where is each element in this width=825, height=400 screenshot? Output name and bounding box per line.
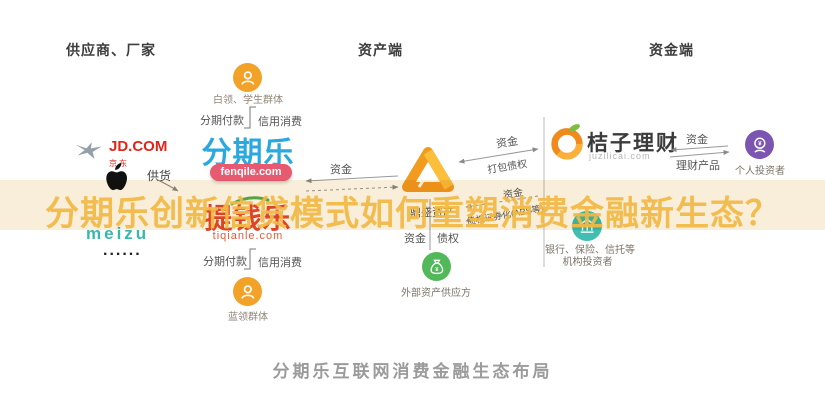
- individual-investor-label: 个人投资者: [735, 166, 785, 177]
- headline-band: [0, 180, 825, 230]
- user-icon: [240, 70, 255, 85]
- tiqianle-domain: tiqianle.com: [212, 230, 284, 242]
- header-suppliers: 供应商、厂家: [66, 42, 156, 58]
- header-asset-side: 资产端: [358, 42, 403, 58]
- user-icon: [240, 284, 255, 299]
- tiqianle-users-label: 蓝领群体: [228, 312, 268, 323]
- juzi-fund-label: 资金: [686, 134, 708, 146]
- juzi-logo: 桔子理财: [587, 132, 679, 155]
- jd-bird-icon: [74, 139, 106, 168]
- external-supplier-avatar: ¥: [422, 252, 451, 281]
- individual-investor-avatar: ¥: [745, 130, 774, 159]
- jd-logo: JD.COM 京东: [74, 138, 167, 169]
- orange-ring-icon: [548, 121, 586, 166]
- jd-logo-text: JD.COM: [109, 138, 168, 155]
- external-supplier-label: 外部资产供应方: [401, 288, 471, 299]
- institution-label-line2: 机构投资者: [562, 257, 613, 268]
- fenqile-credit-label: 信用消费: [258, 116, 302, 128]
- money-bag-icon: ¥: [430, 259, 443, 274]
- institution-label-line1: 银行、保险、信托等: [545, 245, 635, 256]
- fenqile-users-avatar: [233, 63, 262, 92]
- tiqianle-credit-label: 信用消费: [258, 257, 302, 269]
- more-suppliers-dots: ......: [103, 242, 142, 259]
- supply-label: 供货: [147, 169, 172, 183]
- external-fund-label: 资金: [404, 233, 426, 245]
- fenqile-domain: fenqile.com: [210, 164, 292, 181]
- jd-logo-cn: 京东: [109, 159, 129, 168]
- juzi-product-label: 理财产品: [676, 160, 720, 172]
- headline-title: 分期乐创新信贷模式如何重塑消费金融新生态？: [45, 195, 780, 233]
- external-debt-label: 债权: [437, 233, 459, 245]
- juzi-domain: juzilicai.com: [589, 151, 651, 161]
- diagram-caption: 分期乐互联网消费金融生态布局: [272, 362, 553, 381]
- tiqianle-users-avatar: [233, 277, 262, 306]
- fund-to-fenqile-label: 资金: [330, 164, 352, 176]
- tiqianle-installment-label: 分期付款: [203, 256, 247, 268]
- svg-text:¥: ¥: [435, 267, 439, 273]
- investor-icon: ¥: [753, 137, 766, 153]
- header-funding-side: 资金端: [649, 42, 694, 58]
- fenqile-users-label: 白领、学生群体: [213, 95, 283, 106]
- svg-text:¥: ¥: [758, 140, 762, 147]
- fenqile-installment-label: 分期付款: [200, 115, 244, 127]
